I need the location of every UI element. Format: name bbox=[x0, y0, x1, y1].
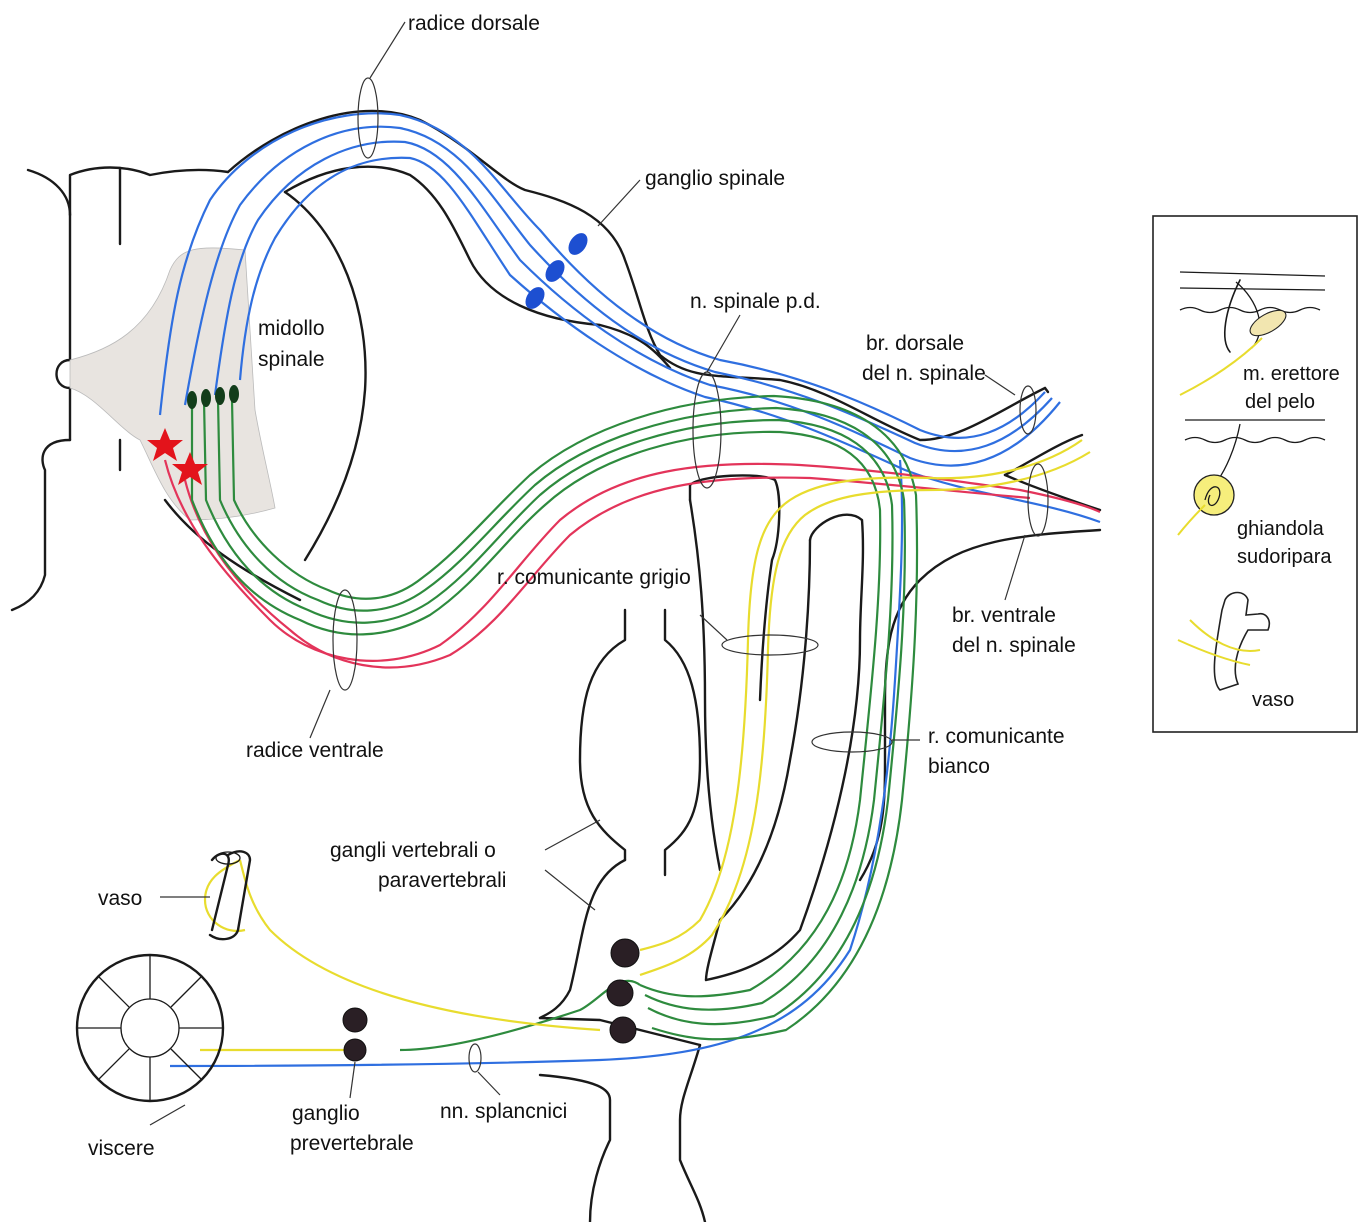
label-ganglio-spinale: ganglio spinale bbox=[645, 167, 785, 190]
label-br-dorsale-1: br. dorsale bbox=[866, 332, 964, 355]
inset-label-vaso: vaso bbox=[1252, 689, 1294, 711]
label-br-dorsale-2: del n. spinale bbox=[862, 362, 986, 385]
label-nn-splancnici: nn. splancnici bbox=[440, 1100, 567, 1123]
inset-label-erettore-1: m. erettore bbox=[1243, 363, 1340, 385]
label-viscere: viscere bbox=[88, 1137, 155, 1160]
label-vaso: vaso bbox=[98, 887, 142, 910]
label-ganglio-prev-2: prevertebrale bbox=[290, 1132, 414, 1155]
label-r-com-bianco-1: r. comunicante bbox=[928, 725, 1065, 748]
viscera-icon bbox=[77, 955, 223, 1101]
grey-matter bbox=[70, 248, 275, 520]
label-gangli-vert-2: paravertebrali bbox=[378, 869, 506, 892]
label-midollo-1: midollo bbox=[258, 317, 325, 340]
label-midollo-2: spinale bbox=[258, 348, 325, 371]
label-ganglio-prev-1: ganglio bbox=[292, 1102, 360, 1125]
label-br-ventrale-1: br. ventrale bbox=[952, 604, 1056, 627]
inset-label-ghiandola-1: ghiandola bbox=[1237, 518, 1325, 540]
label-gangli-vert-1: gangli vertebrali o bbox=[330, 839, 496, 862]
label-n-spinale-pd: n. spinale p.d. bbox=[690, 290, 821, 313]
preganglionic-fibres bbox=[192, 396, 917, 1050]
label-radice-dorsale: radice dorsale bbox=[408, 12, 540, 35]
label-radice-ventrale: radice ventrale bbox=[246, 739, 384, 762]
sensory-fibres bbox=[160, 113, 1100, 1066]
inset-label-erettore-2: del pelo bbox=[1245, 391, 1315, 413]
vessel-icon bbox=[210, 851, 250, 939]
effector-inset: m. erettore del pelo ghiandola sudoripar… bbox=[1153, 216, 1357, 732]
diagram-labels: radice dorsale ganglio spinale midollo s… bbox=[88, 12, 1076, 1160]
inset-label-ghiandola-2: sudoripara bbox=[1237, 546, 1332, 568]
label-r-com-bianco-2: bianco bbox=[928, 755, 990, 778]
label-br-ventrale-2: del n. spinale bbox=[952, 634, 1076, 657]
label-r-com-grigio: r. comunicante grigio bbox=[497, 566, 691, 589]
